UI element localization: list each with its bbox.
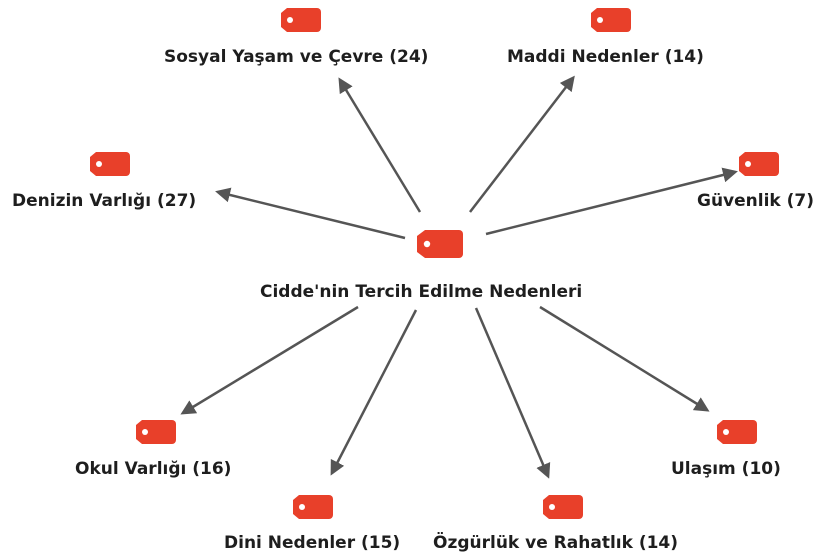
tag-icon-okul [136, 420, 176, 444]
tag-icon-dini [293, 495, 333, 519]
edge-guvenlik [485, 167, 738, 236]
edge-dini [330, 309, 418, 476]
edge-okul [180, 305, 359, 415]
edge-ozgurluk [474, 307, 551, 479]
node-label-sosyal: Sosyal Yaşam ve Çevre (24) [164, 47, 429, 67]
edge-maddi [469, 75, 575, 213]
node-label-deniz: Denizin Varlığı (27) [12, 191, 197, 211]
node-label-maddi: Maddi Nedenler (14) [507, 47, 704, 67]
center-label: Cidde'nin Tercih Edilme Nedenleri [260, 282, 583, 302]
center-tag-icon [417, 230, 463, 258]
node-label-guvenlik: Güvenlik (7) [697, 191, 815, 211]
tag-icon-guvenlik [739, 152, 779, 176]
edge-ulasim [539, 305, 710, 412]
node-label-okul: Okul Varlığı (16) [75, 459, 232, 479]
edge-sosyal [338, 77, 422, 213]
tag-icon-sosyal [281, 8, 321, 32]
node-label-ulasim: Ulaşım (10) [671, 459, 781, 479]
tag-icon-deniz [90, 152, 130, 176]
edge-deniz [215, 187, 406, 240]
tag-icon-maddi [591, 8, 631, 32]
node-label-ozgurluk: Özgürlük ve Rahatlık (14) [433, 533, 679, 553]
tag-icon-ozgurluk [543, 495, 583, 519]
tag-icon-ulasim [717, 420, 757, 444]
node-label-dini: Dini Nedenler (15) [224, 533, 401, 553]
